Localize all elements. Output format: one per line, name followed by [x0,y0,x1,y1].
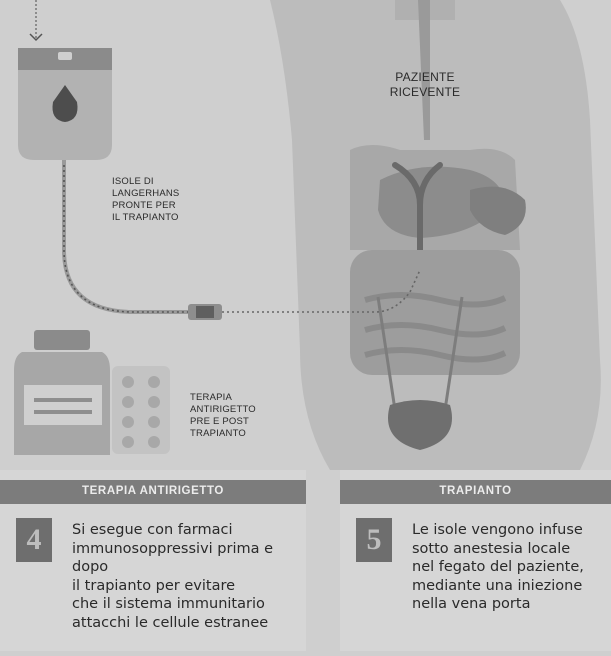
ureters [376,296,464,411]
islets-label: ISOLE DI LANGERHANS PRONTE PER IL TRAPIA… [112,176,180,223]
blister-pack [112,366,170,454]
therapy-label: TERAPIA ANTIRIGETTO PRE E POST TRAPIANTO [190,392,256,439]
blister-pills [122,376,160,448]
panel-4-number: 4 [26,523,42,556]
panel-4-title-bar [0,480,306,504]
panel-5-title-bar [340,480,611,504]
portal-vein [392,162,443,303]
bladder-organ [388,400,452,450]
panel-5-number: 5 [366,523,382,556]
panel-4-title: TERAPIA ANTIRIGETTO [82,485,224,497]
trachea-organ [418,0,430,140]
label-line-1 [34,398,92,402]
chevron-down-icon [29,33,43,42]
label-line-2 [34,410,92,414]
recipient-label: PAZIENTE RICEVENTE [389,70,461,99]
panel-5-title: TRAPIANTO [439,485,512,497]
iv-bag-hanger [58,52,72,60]
stomach-organ [470,186,526,235]
panel-4-number-box [16,518,52,562]
pill-bottle-cap [34,330,90,350]
iv-tube-dots [63,165,190,313]
islet-drop-icon [52,85,78,122]
liver-organ [378,166,505,238]
panel-5-text: Le isole vengono infuse sotto anestesia … [412,522,584,612]
pill-bottle-label [24,385,102,425]
catheter-hub-bands [196,306,214,318]
panel-4-text: Si esegue con farmaci immunosoppressivi … [72,522,274,631]
panel-5-number-box [356,518,392,562]
intestines [350,250,520,375]
